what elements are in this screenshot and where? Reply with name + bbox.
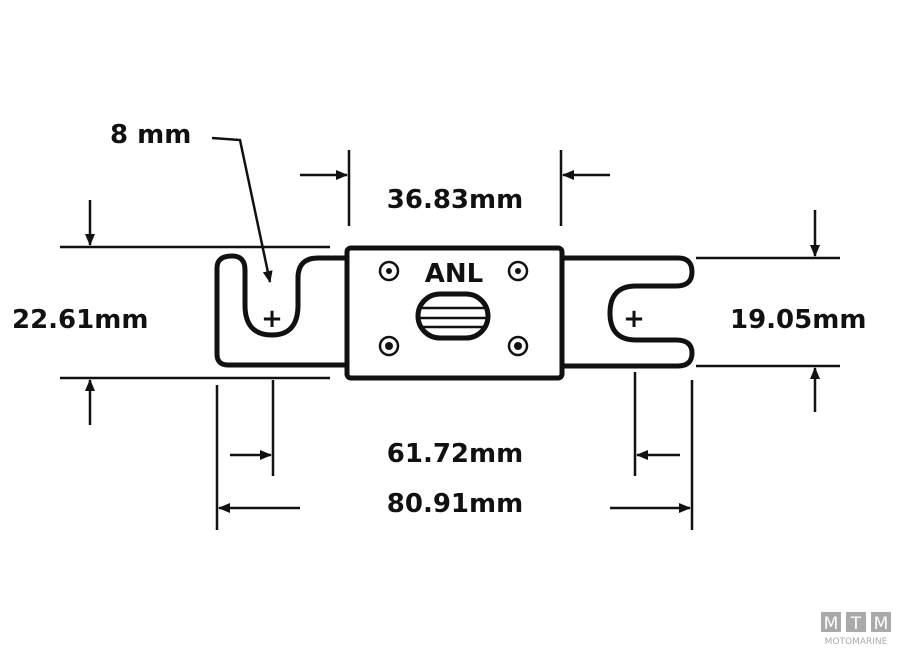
dimension-body-width: 36.83mm: [300, 150, 610, 226]
fuse-window-icon: [415, 291, 491, 341]
dimension-label: 8 mm: [110, 120, 191, 150]
bolt-icon: [378, 335, 400, 357]
bolt-icon: [378, 260, 400, 282]
dimension-label: 80.91mm: [387, 489, 523, 519]
fuse-body: ANL: [344, 245, 565, 381]
svg-text:M: M: [824, 614, 839, 634]
motomarine-logo: M T M MOTOMARINE: [821, 612, 891, 647]
svg-text:MOTOMARINE: MOTOMARINE: [825, 637, 888, 647]
right-terminal-tab: [559, 255, 695, 369]
dimension-tab-height: 19.05mm: [696, 210, 866, 412]
left-terminal-tab: [214, 253, 350, 368]
dimension-hole-diameter: 8 mm: [110, 120, 273, 283]
svg-text:T: T: [850, 614, 862, 634]
dimension-label: 19.05mm: [730, 305, 866, 335]
bolt-icon: [507, 335, 529, 357]
svg-text:M: M: [874, 614, 889, 634]
dimension-label: 61.72mm: [387, 439, 523, 469]
fuse-label: ANL: [425, 259, 483, 289]
plus-symbol-right: +: [623, 304, 645, 334]
dimension-overall-length: 80.91mm: [215, 380, 694, 530]
dimension-label: 36.83mm: [387, 185, 523, 215]
dimension-label: 22.61mm: [12, 305, 148, 335]
dimension-hole-spacing: 61.72mm: [230, 372, 680, 476]
bolt-icon: [507, 260, 529, 282]
dimension-body-height: 22.61mm: [12, 200, 330, 425]
plus-symbol-left: +: [261, 304, 283, 334]
